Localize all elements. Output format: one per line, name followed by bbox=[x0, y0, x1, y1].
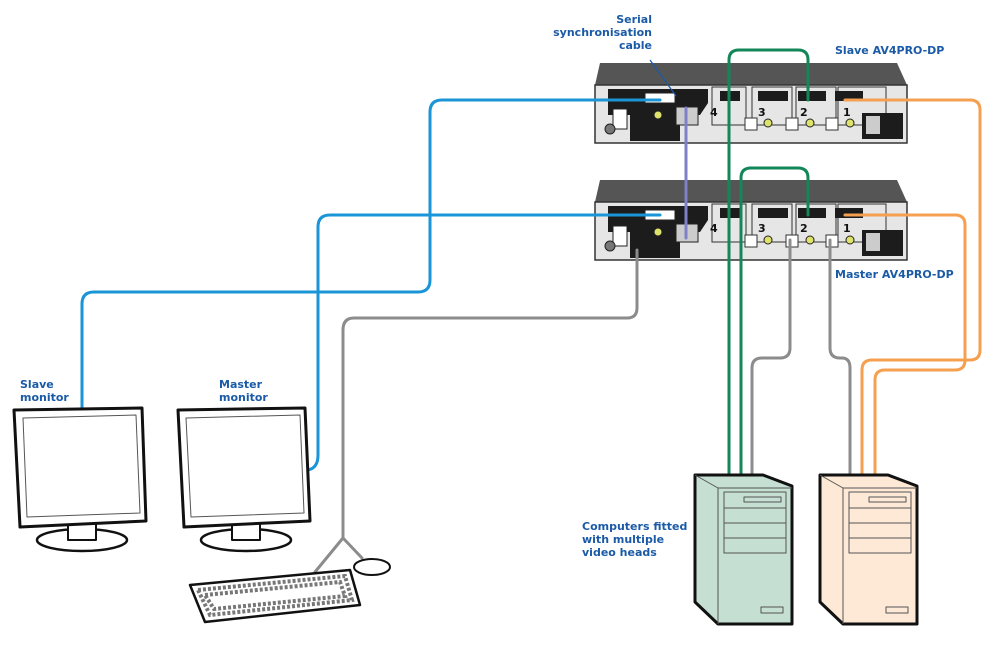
keyboard-mouse-cable bbox=[313, 248, 639, 574]
master-monitor-cable bbox=[306, 213, 662, 472]
master-monitor bbox=[176, 406, 312, 553]
computer-a-video-cable-slave bbox=[727, 48, 810, 477]
label-line: Slave bbox=[20, 378, 54, 391]
slave-unit-label: Slave AV4PRO-DP bbox=[835, 44, 945, 57]
computer-b-usb-cable bbox=[828, 238, 852, 477]
slave-monitor bbox=[12, 406, 148, 553]
label-line: Serial bbox=[616, 13, 652, 26]
label-line: synchronisation bbox=[553, 26, 652, 39]
port-1-label: 1 bbox=[843, 222, 851, 235]
computer-a-usb-cable bbox=[750, 238, 792, 477]
serial-cable-label: Serial synchronisation cable bbox=[540, 13, 652, 52]
computer-b-video-cable-slave bbox=[843, 98, 982, 477]
port-3-label: 3 bbox=[758, 106, 766, 119]
slave-monitor-label: Slave monitor bbox=[20, 378, 69, 404]
label-line: with multiple bbox=[582, 533, 665, 546]
port-3-label: 3 bbox=[758, 222, 766, 235]
master-kvm-unit bbox=[594, 179, 908, 261]
label-line: Computers fitted bbox=[582, 520, 688, 533]
label-line: cable bbox=[618, 39, 652, 52]
port-2-label: 2 bbox=[800, 222, 808, 235]
keyboard bbox=[188, 568, 362, 624]
label-line: monitor bbox=[20, 391, 69, 404]
mouse bbox=[353, 558, 391, 576]
label-line: monitor bbox=[219, 391, 268, 404]
slave-monitor-cable bbox=[80, 98, 662, 410]
label-line: Master bbox=[219, 378, 263, 391]
computer-a bbox=[693, 473, 794, 626]
port-2-label: 2 bbox=[800, 106, 808, 119]
master-unit-label: Master AV4PRO-DP bbox=[835, 268, 954, 281]
label-line: video heads bbox=[582, 546, 657, 559]
computer-a-video-cable-master bbox=[739, 166, 810, 477]
computers-label: Computers fitted with multiple video hea… bbox=[582, 520, 687, 559]
serial-label-pointer bbox=[649, 59, 677, 97]
slave-kvm-unit bbox=[594, 62, 908, 144]
port-1-label: 1 bbox=[843, 106, 851, 119]
master-monitor-label: Master monitor bbox=[219, 378, 268, 404]
port-4-label: 4 bbox=[710, 222, 718, 235]
computer-b bbox=[818, 473, 919, 626]
computer-b-video-cable-master bbox=[843, 213, 967, 477]
port-4-label: 4 bbox=[710, 106, 718, 119]
